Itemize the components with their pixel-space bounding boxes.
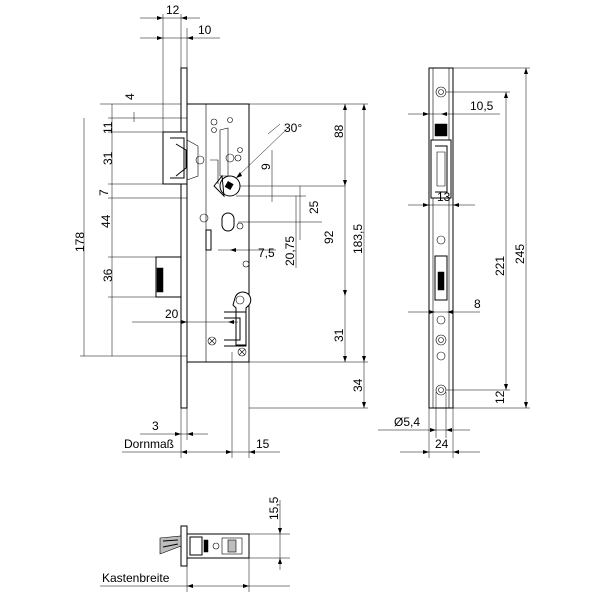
dim-7: 7: [97, 189, 111, 196]
dim-183-5: 183,5: [351, 224, 365, 254]
top-view: 15,5 Kastenbreite: [100, 496, 290, 592]
dim-12-top: 12: [166, 3, 180, 17]
dim-15-bottom: 15: [256, 437, 270, 451]
label-kastenbreite: Kastenbreite: [102, 571, 170, 585]
mechanism: [199, 117, 252, 357]
dim-11: 11: [101, 121, 115, 134]
label-dornmass: Dornmaß: [124, 437, 174, 451]
dim-10-top: 10: [198, 23, 212, 37]
dim-178: 178: [73, 232, 87, 252]
dim-221: 221: [493, 256, 507, 276]
forend-face: [428, 67, 454, 409]
dim-31-right: 31: [332, 328, 346, 342]
dim-36: 36: [101, 268, 115, 282]
forend-plate: [180, 67, 188, 409]
dim-88: 88: [332, 124, 346, 138]
dim-20: 20: [165, 307, 179, 321]
deadbolt: [155, 256, 182, 298]
dim-8: 8: [474, 297, 481, 311]
dim-31-left: 31: [101, 151, 115, 165]
dim-9: 9: [259, 163, 273, 170]
top-forend: [180, 525, 188, 567]
angle-30: 30°: [284, 121, 302, 135]
dim-3: 3: [152, 419, 159, 433]
dim-24: 24: [435, 437, 449, 451]
dim-7-5: 7,5: [258, 246, 275, 260]
front-view: 12 10 4 11 31 7 44 178 36 20 30°: [73, 3, 368, 458]
dim-dia-5-4: Ø5,4: [394, 415, 420, 429]
dim-245: 245: [513, 244, 527, 264]
dim-25: 25: [307, 200, 321, 214]
dim-4: 4: [123, 93, 137, 100]
dim-44: 44: [99, 214, 113, 228]
dim-12-side: 12: [493, 390, 507, 404]
dim-13: 13: [437, 190, 451, 204]
slot: [221, 212, 235, 232]
dim-15-5: 15,5: [267, 496, 281, 520]
latch-bolt: [162, 131, 205, 185]
dim-10-5: 10,5: [470, 99, 494, 113]
side-view-forend: 10,5 13 8 221 245 12 Ø5,4 24: [378, 67, 530, 458]
dim-34: 34: [351, 378, 365, 392]
cylinder-cutout: [232, 291, 252, 346]
dim-92: 92: [322, 230, 336, 244]
dim-20-75: 20,75: [283, 236, 297, 266]
